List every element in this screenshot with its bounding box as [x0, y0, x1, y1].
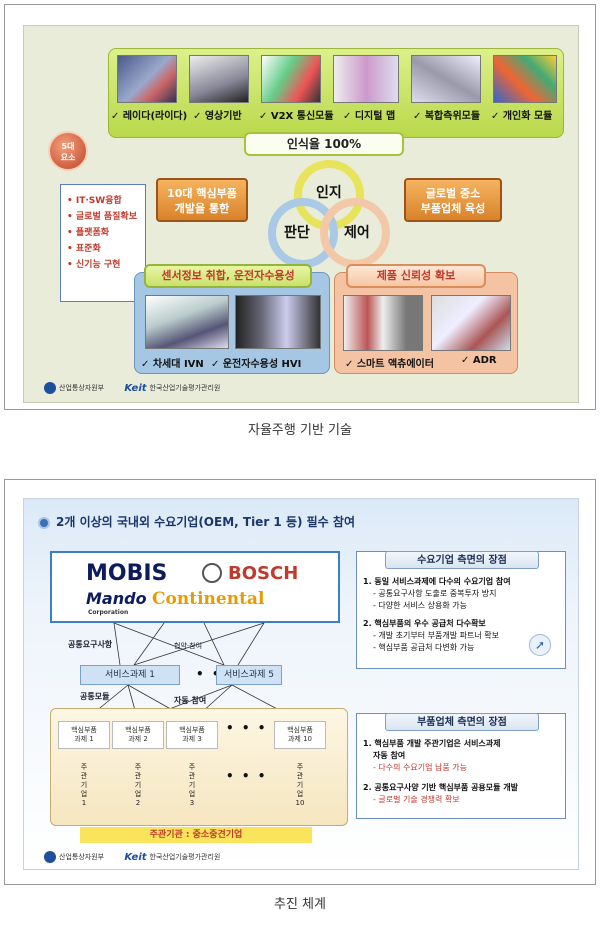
- supplier-line: - 다수의 수요기업 납품 가능: [373, 763, 468, 772]
- common-module-label: 공통모듈: [80, 692, 110, 701]
- slide-autonomous-tech: ✓ 레이다(라이다) ✓ 영상기반 ✓ V2X 통신모듈 ✓ 디지털 맵 ✓ 복…: [23, 25, 579, 403]
- core-part-10: 핵심부품 과제 10: [274, 721, 326, 749]
- keit-name: 한국산업기술평가관리원: [149, 384, 221, 392]
- demand-line: - 개발 초기부터 부품개발 파트너 확보: [373, 631, 500, 640]
- demand-line: 1. 동일 서비스과제에 다수의 수요기업 참여: [363, 577, 511, 586]
- bosch-emblem-icon: [202, 563, 222, 583]
- title-bullet-icon: [38, 516, 50, 529]
- supplier-advantages-panel: 부품업체 측면의 장점 1. 핵심부품 개발 주관기업은 서비스과제 자동 참여…: [356, 713, 566, 819]
- item-actuator: ✓ 스마트 액츄에이터: [345, 359, 434, 370]
- lead-company-10: 주관기업10: [295, 763, 305, 807]
- label-recognition: 인지: [316, 185, 342, 201]
- common-requirements-label: 공통요구사항: [68, 640, 113, 649]
- mando-logo: Mando: [86, 589, 147, 608]
- global-sme-box: 글로벌 중소 부품업체 육성: [404, 178, 502, 222]
- supplier-line: 자동 참여: [373, 751, 406, 760]
- five-elements-list: • IT·SW융합 • 글로벌 품질확보 • 플랫폼화 • 표준화 • 신기능 …: [60, 184, 146, 302]
- keit-logo: Keit: [124, 851, 147, 863]
- radar-image: [117, 55, 177, 103]
- label-control: 제어: [344, 225, 370, 241]
- positioning-image: [411, 55, 481, 103]
- supplier-line: 1. 핵심부품 개발 주관기업은 서비스과제: [363, 739, 501, 748]
- camera-image: [189, 55, 249, 103]
- mobis-logo: MOBIS: [86, 561, 168, 586]
- tech-item-radar: ✓ 레이다(라이다): [111, 111, 188, 122]
- lead-company-3: 주관기업3: [188, 763, 196, 807]
- item-hvi: ✓ 운전자수용성 HVI: [211, 359, 302, 370]
- continental-logo: Continental: [152, 589, 265, 609]
- tech-item-positioning: ✓ 복합측위모듈: [413, 111, 481, 122]
- mando-sub: Corporation: [88, 609, 129, 616]
- five-elements-badge: 5대 요소: [48, 131, 88, 171]
- keit-logo: Keit: [124, 382, 147, 394]
- service-task-1: 서비스과제 1: [80, 665, 180, 685]
- hvi-image: [235, 295, 321, 349]
- digital-map-image: [333, 55, 399, 103]
- reliability-label: 제품 신뢰성 확보: [346, 264, 486, 288]
- recognition-rate: 인식율 100%: [244, 132, 404, 156]
- core-part-2: 핵심부품 과제 2: [112, 721, 164, 749]
- sensor-fusion-label: 센서정보 취합, 운전자수용성: [144, 264, 312, 288]
- caption-system: 추진 체계: [274, 897, 326, 912]
- car-ivn-image: [145, 295, 229, 349]
- ministry-name: 산업통상자원부: [59, 853, 105, 861]
- ministry-seal-icon: [44, 851, 56, 863]
- element-item: • IT·SW융합: [67, 196, 122, 206]
- supplier-line: - 글로벌 기술 경쟁력 확보: [373, 795, 460, 804]
- lead-company-1: 주관기업1: [80, 763, 88, 807]
- lead-company-2: 주관기업2: [134, 763, 142, 807]
- item-adr: ✓ ADR: [461, 355, 497, 366]
- tech-item-digital-map: ✓ 디지털 맵: [343, 111, 396, 122]
- slide-promotion-system: 2개 이상의 국내외 수요기업(OEM, Tier 1 등) 필수 참여 MOB…: [23, 498, 579, 870]
- auto-join-label: 자동 참여: [174, 696, 207, 705]
- coop-label: 협약·참여: [174, 642, 203, 650]
- demand-advantages-panel: 수요기업 측면의 장점 1. 동일 서비스과제에 다수의 수요기업 참여 - 공…: [356, 551, 566, 669]
- adr-image: [431, 295, 511, 351]
- supplier-line: 2. 공통요구사양 기반 핵심부품 공용모듈 개발: [363, 783, 519, 792]
- service-task-5: 서비스과제 5: [216, 665, 282, 685]
- demand-line: - 공통요구사항 도출로 중복투자 방지: [373, 589, 497, 598]
- tech-item-v2x: ✓ V2X 통신모듈: [259, 111, 334, 122]
- core-parts-box: 10대 핵심부품 개발을 통한: [156, 178, 248, 222]
- supplier-advantages-title: 부품업체 측면의 장점: [385, 713, 539, 731]
- demand-line: 2. 핵심부품의 우수 공급처 다수확보: [363, 619, 486, 628]
- reliability-panel: ✓ 스마트 액츄에이터 ✓ ADR: [334, 272, 518, 374]
- lead-ellipsis: • • •: [226, 769, 268, 783]
- v2x-image: [261, 55, 321, 103]
- demand-line: - 다양한 서비스 상용화 가능: [373, 601, 468, 610]
- lead-org-bar: 주관기관 : 중소중견기업: [80, 827, 312, 843]
- demand-line: - 핵심부품 공급처 다변화 가능: [373, 643, 475, 652]
- personalization-image: [493, 55, 557, 103]
- core-ellipsis: • • •: [226, 721, 268, 735]
- element-item: • 표준화: [67, 244, 101, 254]
- cursor-arrow-icon: ➚: [529, 634, 551, 656]
- demand-advantages-title: 수요기업 측면의 장점: [385, 551, 539, 569]
- tech-panel: ✓ 레이다(라이다) ✓ 영상기반 ✓ V2X 통신모듈 ✓ 디지털 맵 ✓ 복…: [108, 48, 564, 138]
- company-logos: MOBIS BOSCH Mando Corporation Continenta…: [50, 551, 340, 623]
- element-item: • 신기능 구현: [67, 260, 121, 270]
- core-part-3: 핵심부품 과제 3: [166, 721, 218, 749]
- ministry-name: 산업통상자원부: [59, 384, 105, 392]
- label-judgement: 판단: [284, 225, 310, 241]
- element-item: • 플랫폼화: [67, 228, 110, 238]
- figure-autonomous-tech: ✓ 레이다(라이다) ✓ 영상기반 ✓ V2X 통신모듈 ✓ 디지털 맵 ✓ 복…: [4, 4, 596, 410]
- element-item: • 글로벌 품질확보: [67, 212, 137, 222]
- sensor-panel: ✓ 차세대 IVN ✓ 운전자수용성 HVI: [134, 272, 330, 374]
- item-ivn: ✓ 차세대 IVN: [141, 359, 204, 370]
- slide-title: 2개 이상의 국내외 수요기업(OEM, Tier 1 등) 필수 참여: [38, 509, 538, 535]
- tech-item-camera: ✓ 영상기반: [193, 111, 242, 122]
- caption-tech: 자율주행 기반 기술: [248, 423, 352, 438]
- keit-name: 한국산업기술평가관리원: [149, 853, 221, 861]
- figure-promotion-system: 2개 이상의 국내외 수요기업(OEM, Tier 1 등) 필수 참여 MOB…: [4, 479, 596, 885]
- ministry-seal-icon: [44, 382, 56, 394]
- tech-item-personalization: ✓ 개인화 모듈: [491, 111, 553, 122]
- actuator-image: [343, 295, 423, 351]
- core-part-1: 핵심부품 과제 1: [58, 721, 110, 749]
- bosch-logo: BOSCH: [228, 563, 299, 584]
